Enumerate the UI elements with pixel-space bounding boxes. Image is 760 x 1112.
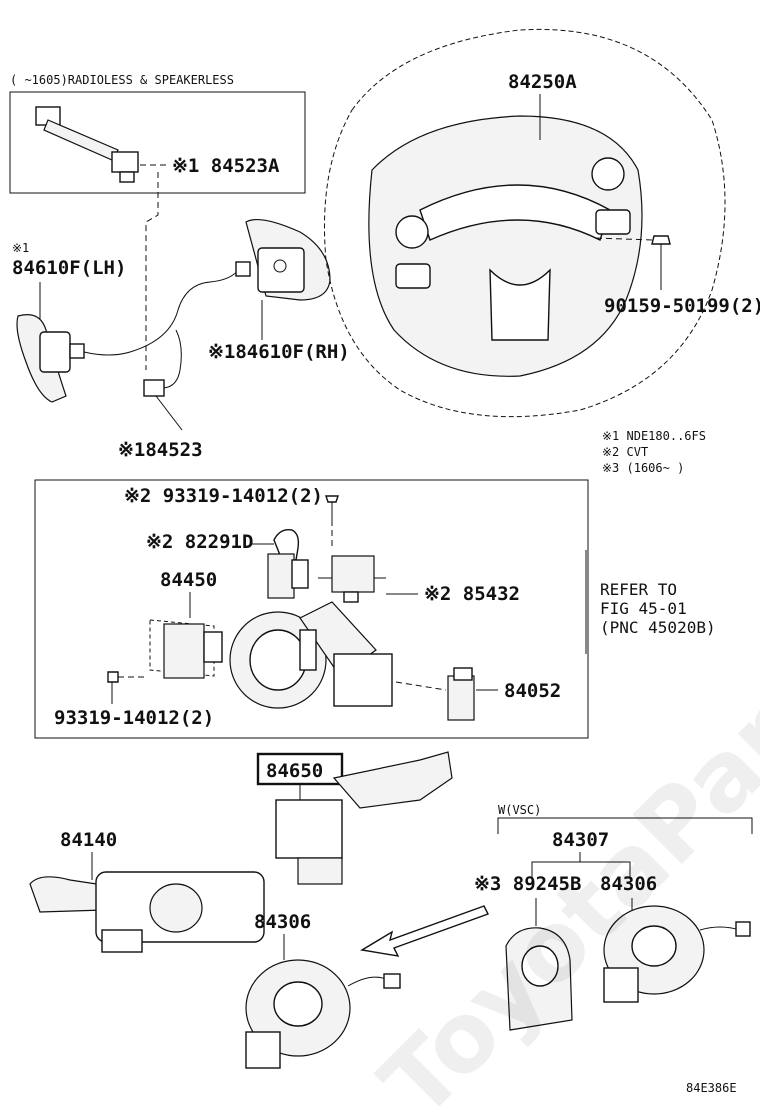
callout-93319-bottom: 93319-14012(2) [54,707,214,729]
part-84140-drawing [29,871,265,953]
callout-93319-top: ※2 93319-14012(2) [124,485,323,507]
part-84450-drawing [149,619,223,679]
highlight-84650-box [256,752,344,786]
callout-90159: 90159-50199(2) [604,295,760,317]
callout-85432: ※2 85432 [424,583,520,605]
callout-84610f-lh: 84610F(LH) [12,257,126,279]
part-84306-right-drawing [603,905,751,1003]
radioless-box: ( ~1605)RADIOLESS & SPEAKERLESS ※1 84523… [9,73,306,194]
callout-84052: 84052 [504,680,561,702]
callout-82291d: ※2 82291D [146,531,253,553]
part-84052-drawing [447,667,475,721]
steering-wheel-drawing [324,28,726,418]
callout-89245b: ※3 89245B [474,873,581,895]
refer-line3: (PNC 45020B) [600,618,716,637]
callout-84610f-rh: ※184610F(RH) [208,341,350,363]
callout-84450: 84450 [160,569,217,591]
part-85432-drawing [318,555,386,603]
part-84306-left-drawing [245,959,401,1069]
callout-84306-right: 84306 [600,873,657,895]
note-1: ※1 NDE180..6FS [602,429,706,443]
clock-spring-drawing [229,601,393,709]
callout-84140: 84140 [60,829,117,851]
note-2: ※2 CVT [602,445,648,459]
callout-84307: 84307 [552,829,609,851]
connector-84523a-drawing [35,106,139,183]
part-82291d-drawing [267,529,309,599]
part-84650-drawing [275,751,453,885]
refer-line1: REFER TO [600,580,677,599]
callout-84523a: ※1 84523A [172,155,280,177]
direction-arrow [360,905,489,957]
screw-90159 [651,235,671,290]
callout-w-vsc: W(VSC) [498,803,541,817]
screw-box-top [325,495,339,520]
part-89245b-drawing [505,927,573,1031]
callout-84250a: 84250A [508,71,577,93]
radioless-caption: ( ~1605)RADIOLESS & SPEAKERLESS [10,73,234,87]
callout-84523: ※184523 [118,439,203,461]
screw-box-bottom [107,671,146,683]
switch-lh-drawing [16,314,85,403]
harness-wire [83,267,241,389]
harness-connector [143,379,165,397]
callout-84306-left: 84306 [254,911,311,933]
callout-lh-mark: ※1 [12,241,29,255]
note-3: ※3 (1606~ ) [602,461,684,475]
assembly-box [34,479,589,739]
switch-rh-drawing [235,219,331,301]
refer-line2: FIG 45-01 [600,599,687,618]
callout-84650: 84650 [266,760,323,782]
figure-code: 84E386E [686,1081,737,1095]
